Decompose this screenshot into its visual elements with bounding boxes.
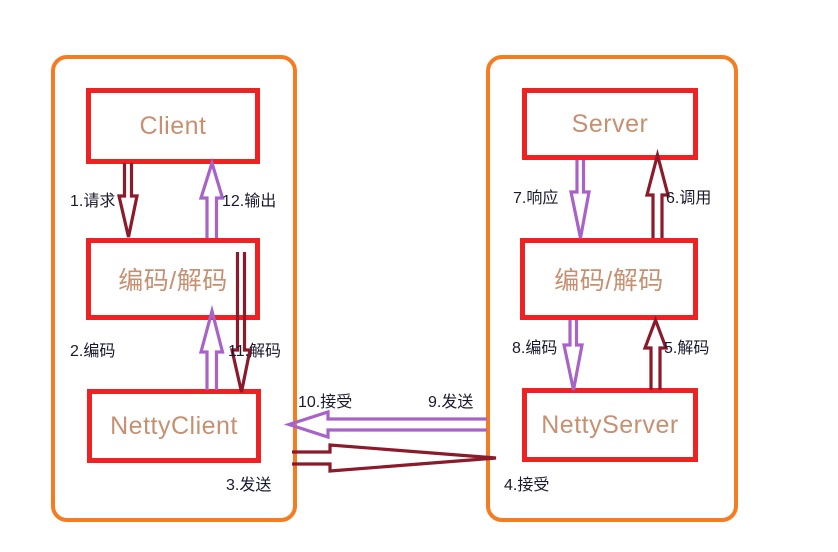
server-side-group [486,55,738,522]
edge-label-5: 5.解码 [664,340,710,357]
edge-label-10: 10.接受 [298,394,353,411]
edge-label-4: 4.接受 [504,477,550,494]
edge-label-6: 6.调用 [666,190,712,207]
arrow-9-10-send-receive [283,409,487,440]
edge-label-1: 1.请求 [70,193,116,210]
node-server-label: Server [571,109,649,138]
node-client-codec-label: 编码/解码 [118,267,228,295]
node-netty-server: NettyServer [522,388,698,462]
edge-label-11: 11.解码 [228,343,282,360]
node-client-label: Client [139,111,207,140]
edge-label-2: 2.编码 [70,343,116,360]
node-netty-server-label: NettyServer [541,410,679,439]
node-server: Server [522,88,698,160]
edge-label-3: 3.发送 [226,477,272,494]
node-netty-client-label: NettyClient [110,411,238,440]
edge-label-8: 8.编码 [512,340,558,357]
arrow-3-4-send-receive [292,443,497,473]
node-server-codec: 编码/解码 [520,238,698,320]
node-server-codec-label: 编码/解码 [554,267,664,295]
edge-label-12: 12.输出 [222,193,277,210]
edge-label-7: 7.响应 [513,190,559,207]
edge-label-9: 9.发送 [428,394,474,411]
node-netty-client: NettyClient [87,389,261,463]
node-client-codec: 编码/解码 [86,238,260,320]
node-client: Client [86,88,260,164]
client-side-group [51,55,297,522]
